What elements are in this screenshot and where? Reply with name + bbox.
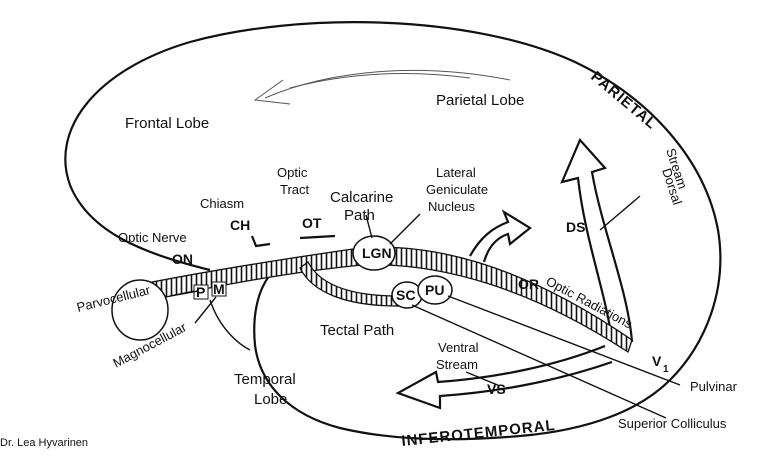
credit-label: Dr. Lea Hyvarinen <box>0 437 88 449</box>
magnocellular-leader <box>195 297 216 323</box>
lgn-abbr: LGN <box>362 245 392 261</box>
m-label: M <box>213 281 225 297</box>
tectal-path-label: Tectal Path <box>320 322 394 339</box>
parietal-label: PARIETAL <box>587 68 660 133</box>
ghost-arrowhead <box>255 80 290 104</box>
chiasm-bracket <box>252 236 270 246</box>
vs-abbr: VS <box>487 381 506 397</box>
p-label: P <box>196 284 205 300</box>
optic-tract-label-2: Tract <box>280 182 310 197</box>
v1-subscript: 1 <box>663 364 669 375</box>
magno-branch <box>210 300 250 350</box>
lgn-label-1: Lateral <box>436 165 476 180</box>
calcarine-label-1: Calcarine <box>330 189 393 206</box>
pulvinar-label: Pulvinar <box>690 379 738 394</box>
ventral-stream-label-1: Ventral <box>438 340 479 355</box>
lgn-label-3: Nucleus <box>428 199 475 214</box>
inferotemporal-label: INFEROTEMPORAL <box>401 417 557 450</box>
ot-label: OT <box>302 215 322 231</box>
optic-tract-label-1: Optic <box>277 165 308 180</box>
dorsal-leader <box>600 196 640 230</box>
on-label: ON <box>172 251 193 267</box>
v1-label: V <box>652 353 662 369</box>
chiasm-label: Chiasm <box>200 196 244 211</box>
superior-colliculus-label: Superior Colliculus <box>618 416 727 431</box>
ds-abbr: DS <box>566 219 585 235</box>
lgn-label-leader <box>390 214 420 244</box>
ventral-stream-arrow <box>398 346 612 408</box>
optic-nerve-label: Optic Nerve <box>118 230 187 245</box>
or-abbr: OR <box>518 276 539 292</box>
parietal-lobe-label: Parietal Lobe <box>436 92 524 109</box>
ot-bracket <box>300 236 335 238</box>
calcarine-label-2: Path <box>344 207 375 224</box>
ch-label: CH <box>230 217 250 233</box>
lgn-branch-arrow <box>470 212 530 262</box>
frontal-lobe-label: Frontal Lobe <box>125 115 209 132</box>
lgn-label-2: Geniculate <box>426 182 488 197</box>
sc-abbr: SC <box>396 287 415 303</box>
temporal-lobe-label-2: Lobe <box>254 391 287 408</box>
temporal-lobe-label-1: Temporal <box>234 371 296 388</box>
pu-abbr: PU <box>425 282 444 298</box>
ventral-stream-label-2: Stream <box>436 357 478 372</box>
